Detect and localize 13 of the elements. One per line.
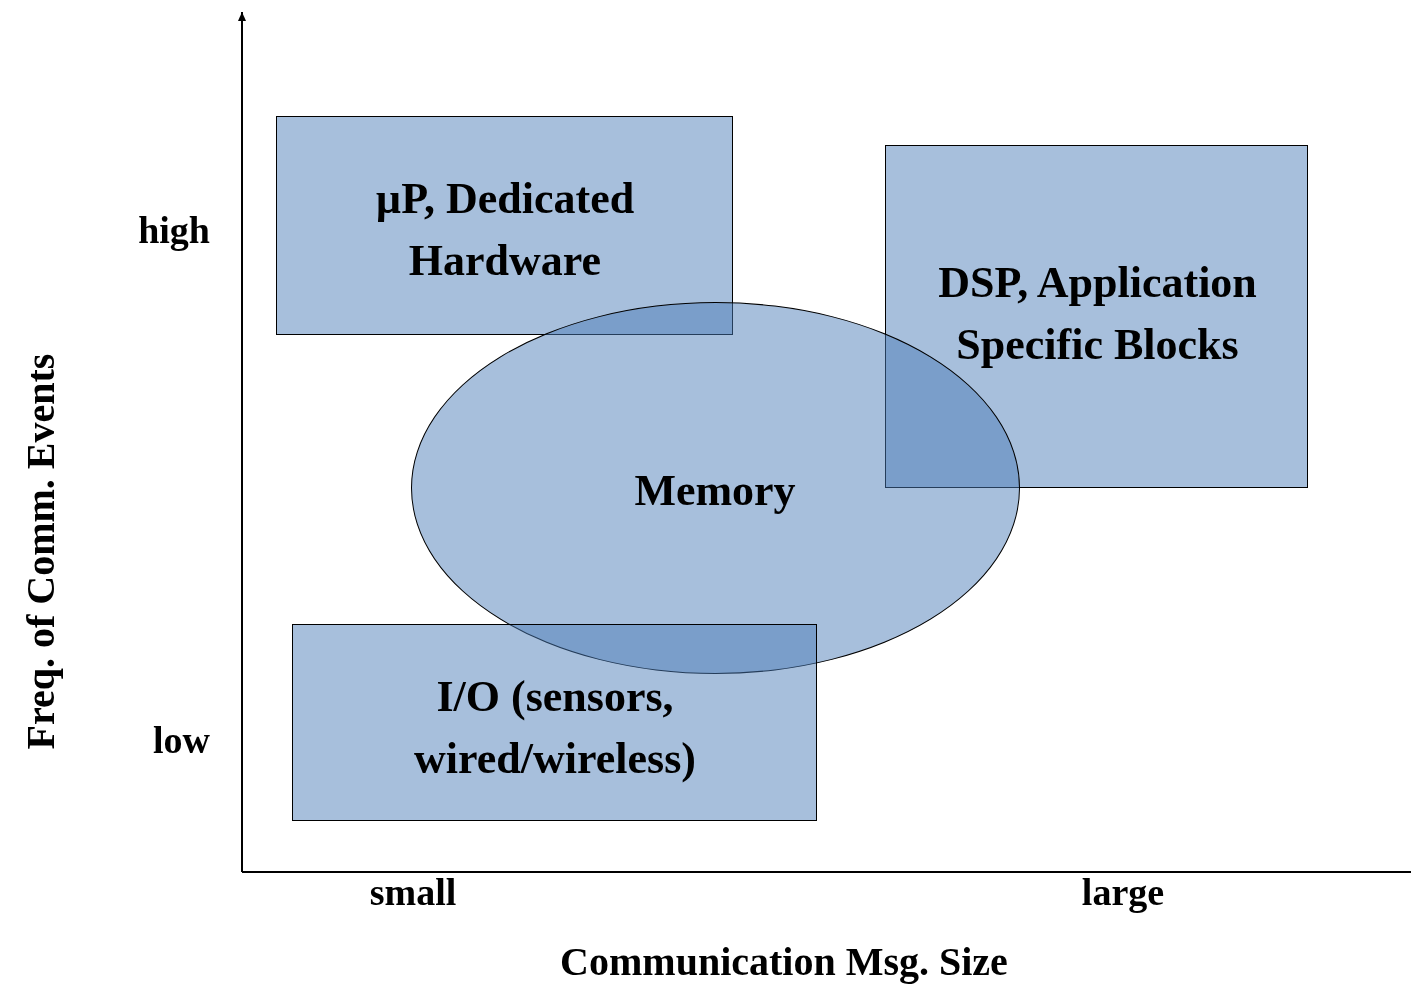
rectangle-shape	[276, 116, 733, 335]
node-label: Memory	[633, 465, 797, 517]
axis-tick-label: high	[137, 208, 210, 252]
axis-tick-label: large	[1080, 870, 1166, 914]
node-label: DSP, Application Specific Blocks	[937, 257, 1258, 371]
rectangle-shape	[292, 624, 817, 821]
rectangle-shape	[885, 145, 1308, 488]
x-axis-title: Communication Msg. Size	[559, 938, 1009, 985]
axis-tick-label: small	[368, 870, 458, 914]
node-label: I/O (sensors, wired/wireless)	[413, 671, 697, 785]
y-axis-title: Freq. of Comm. Events	[16, 352, 64, 752]
axis-tick-label: low	[152, 718, 210, 762]
node-label: µP, Dedicated Hardware	[374, 173, 636, 287]
